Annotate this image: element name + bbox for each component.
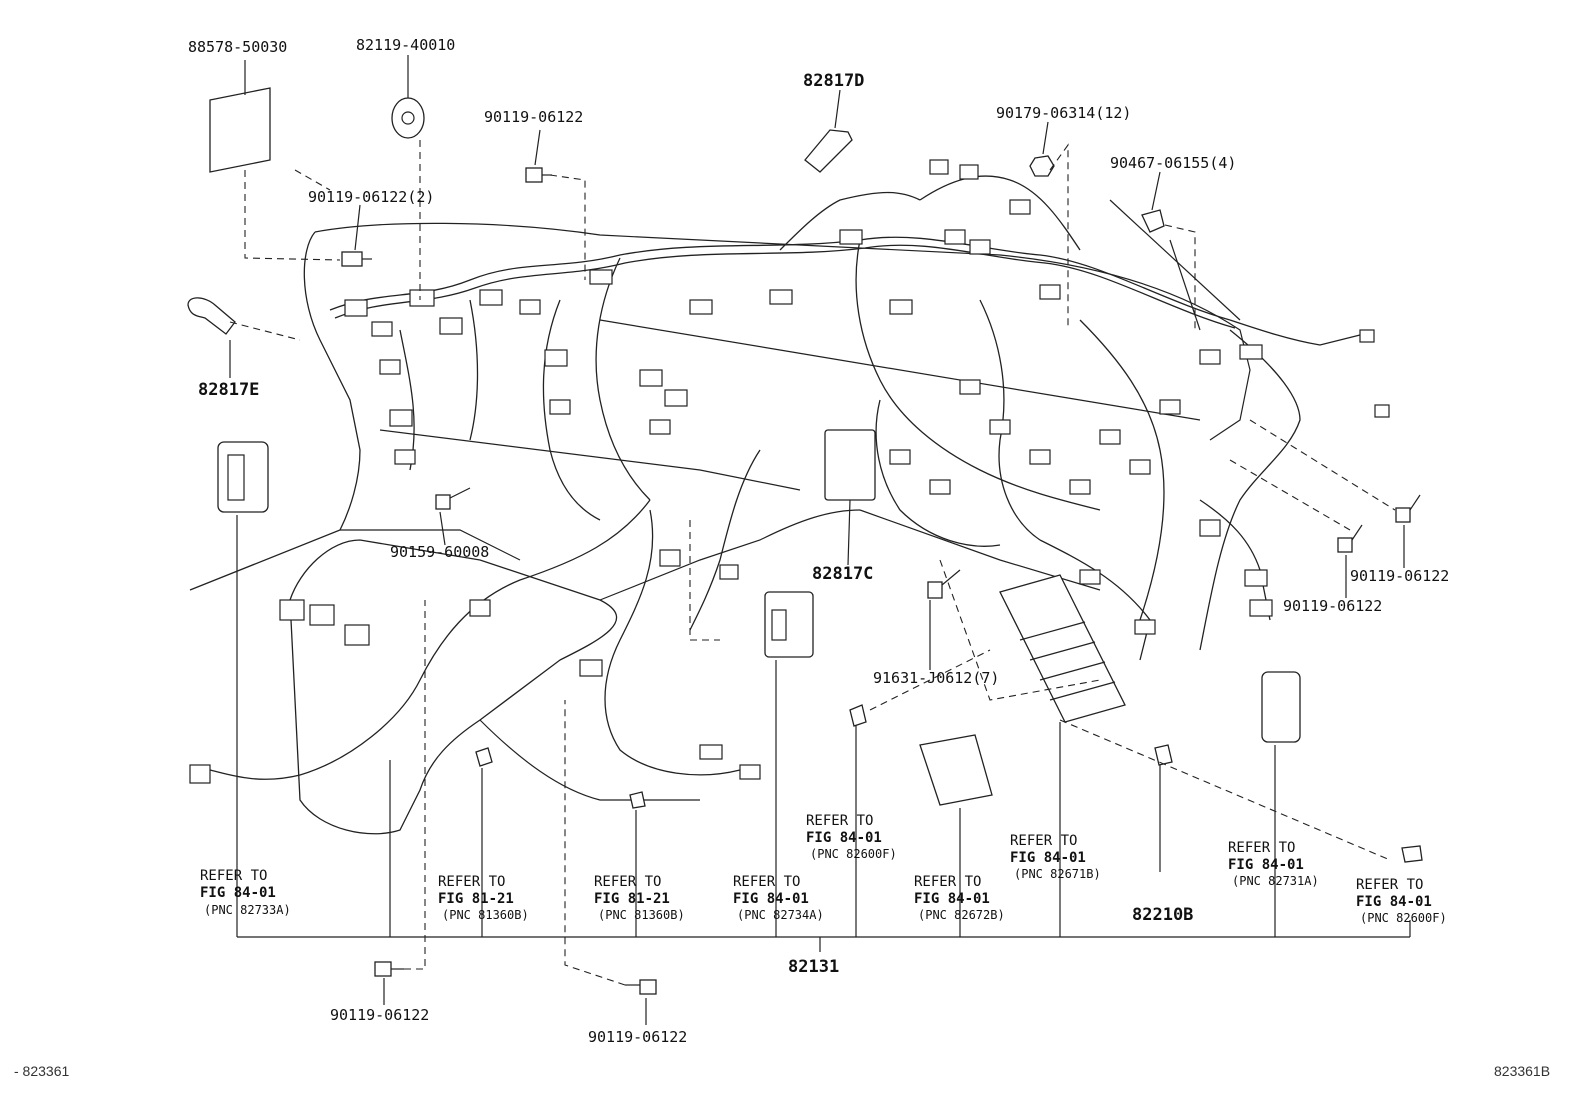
clamp-82817D: [804, 129, 853, 173]
svg-text:REFER TO: REFER TO: [438, 874, 505, 890]
buzzer-82210B: [1154, 744, 1173, 766]
bolt-90119-06122-b2: [625, 979, 657, 995]
fasteners: [341, 155, 1421, 995]
relay-block-center: [764, 591, 814, 658]
clip-82817E: [187, 297, 236, 335]
label-88578-50030: 88578-50030: [188, 38, 287, 56]
bolt-90119-06122-r1: [1337, 524, 1363, 553]
svg-text:(PNC 82671B): (PNC 82671B): [1014, 867, 1101, 881]
svg-text:REFER TO: REFER TO: [806, 813, 873, 829]
ref-82671B: REFER TO FIG 84-01 (PNC 82671B): [1010, 833, 1101, 881]
label-91631-J0612: 91631-J0612(7): [873, 669, 999, 687]
grommet-82119-40010: [391, 97, 425, 139]
small-relay-82600F-left: [849, 704, 867, 727]
ref-82672B: REFER TO FIG 84-01 (PNC 82672B): [914, 874, 1005, 922]
svg-text:(PNC 82731A): (PNC 82731A): [1232, 874, 1319, 888]
ref-82733A: REFER TO FIG 84-01 (PNC 82733A): [200, 868, 291, 917]
svg-text:FIG 84-01: FIG 84-01: [1356, 894, 1432, 910]
part-labels: 88578-50030 82119-40010 82817D 90179-063…: [188, 36, 1449, 1046]
bulb-81360B-left: [475, 747, 493, 767]
instrument-panel-outline: [189, 199, 1251, 835]
small-relay-82600F-right: [1401, 845, 1423, 863]
module-82672B: [919, 734, 993, 806]
label-82817D: 82817D: [803, 71, 864, 91]
ref-82600F-right: REFER TO FIG 84-01 (PNC 82600F): [1356, 877, 1447, 925]
ref-81360B-right: REFER TO FIG 81-21 (PNC 81360B): [594, 874, 685, 922]
label-90119-06122-b1: 90119-06122: [330, 1006, 429, 1024]
svg-text:FIG 84-01: FIG 84-01: [914, 891, 990, 907]
label-82131: 82131: [788, 957, 839, 977]
svg-text:(PNC 82672B): (PNC 82672B): [918, 908, 1005, 922]
svg-text:REFER TO: REFER TO: [1228, 840, 1295, 856]
bolt-90119-06122-b1: [374, 961, 404, 977]
svg-text:(PNC 82600F): (PNC 82600F): [1360, 911, 1447, 925]
ref-82734A: REFER TO FIG 84-01 (PNC 82734A): [733, 874, 824, 922]
label-90119-06122-top: 90119-06122: [484, 108, 583, 126]
bulb-81360B-right: [629, 791, 646, 809]
ref-82731A: REFER TO FIG 84-01 (PNC 82731A): [1228, 840, 1319, 888]
svg-text:REFER TO: REFER TO: [1356, 877, 1423, 893]
figure-id-left: - 823361: [14, 1063, 69, 1079]
svg-text:REFER TO: REFER TO: [594, 874, 661, 890]
relay-block-left: [217, 441, 269, 513]
wire-harness: [209, 175, 1361, 780]
junction-block-82671B: [999, 574, 1126, 723]
reference-notes: REFER TO FIG 84-01 (PNC 82733A) REFER TO…: [200, 813, 1447, 925]
harness-connectors: [189, 159, 1390, 784]
svg-text:FIG 81-21: FIG 81-21: [438, 891, 514, 907]
bolt-90119-06122-r2: [1395, 494, 1421, 523]
label-90119-06122-b2: 90119-06122: [588, 1028, 687, 1046]
svg-text:REFER TO: REFER TO: [200, 868, 267, 884]
svg-text:(PNC 81360B): (PNC 81360B): [598, 908, 685, 922]
svg-text:FIG 84-01: FIG 84-01: [1010, 850, 1086, 866]
svg-text:FIG 84-01: FIG 84-01: [1228, 857, 1304, 873]
svg-text:(PNC 82733A): (PNC 82733A): [204, 903, 291, 917]
label-82817E: 82817E: [198, 380, 259, 400]
bolt-91631-J0612: [927, 569, 961, 599]
svg-text:(PNC 81360B): (PNC 81360B): [442, 908, 529, 922]
ecu-box-82817C: [824, 429, 876, 501]
ref-81360B-left: REFER TO FIG 81-21 (PNC 81360B): [438, 874, 529, 922]
label-82817C: 82817C: [812, 564, 873, 584]
label-90119-06122-r1: 90119-06122: [1283, 597, 1382, 615]
svg-text:FIG 81-21: FIG 81-21: [594, 891, 670, 907]
label-90179-06314: 90179-06314(12): [996, 104, 1131, 122]
svg-text:(PNC 82600F): (PNC 82600F): [810, 847, 897, 861]
label-90467-06155: 90467-06155(4): [1110, 154, 1236, 172]
label-sheet-88578-50030: [209, 87, 271, 173]
svg-text:FIG 84-01: FIG 84-01: [733, 891, 809, 907]
clip-90467-06155: [1141, 209, 1165, 233]
bolt-90119-06122-2: [341, 251, 372, 267]
label-90119-06122-r2: 90119-06122: [1350, 567, 1449, 585]
figure-id-right: 823361B: [1494, 1063, 1550, 1079]
svg-text:REFER TO: REFER TO: [1010, 833, 1077, 849]
label-82210B: 82210B: [1132, 905, 1193, 925]
fuse-grid: [1019, 621, 1116, 701]
nut-90179-06314: [1029, 155, 1055, 177]
label-90159-60008: 90159-60008: [390, 543, 489, 561]
svg-text:(PNC 82734A): (PNC 82734A): [737, 908, 824, 922]
svg-text:REFER TO: REFER TO: [733, 874, 800, 890]
ref-82600F-center: REFER TO FIG 84-01 (PNC 82600F): [806, 813, 897, 861]
label-90119-06122-2: 90119-06122(2): [308, 188, 434, 206]
reference-leaders: [236, 515, 1411, 952]
components: [187, 87, 1423, 863]
svg-text:FIG 84-01: FIG 84-01: [806, 830, 882, 846]
svg-text:FIG 84-01: FIG 84-01: [200, 885, 276, 901]
label-82119-40010: 82119-40010: [356, 36, 455, 54]
screw-90159-60008: [435, 487, 471, 510]
leader-lines: [229, 55, 1405, 1025]
svg-text:REFER TO: REFER TO: [914, 874, 981, 890]
relay-82731A: [1261, 671, 1301, 743]
bolt-90119-06122-top: [525, 167, 552, 183]
